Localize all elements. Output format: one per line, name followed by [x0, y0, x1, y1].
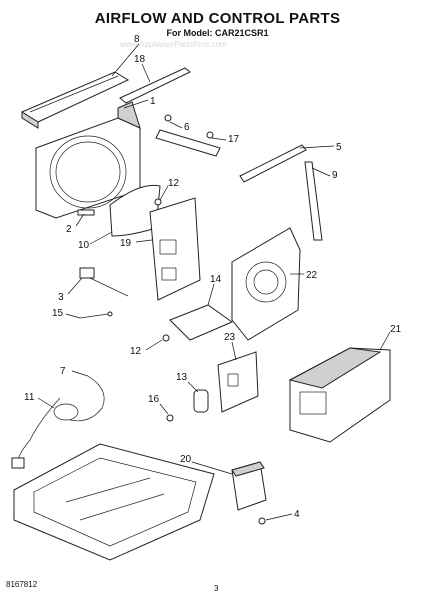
callout-16: 16 — [148, 394, 160, 405]
callout-5: 5 — [336, 142, 342, 153]
callout-4: 4 — [294, 509, 300, 520]
callout-15: 15 — [52, 308, 64, 319]
callout-6: 6 — [184, 122, 190, 133]
part-control-box — [231, 461, 267, 511]
part-base-tray — [13, 443, 215, 561]
callout-7: 7 — [60, 366, 66, 377]
part-evaporator-cover — [288, 347, 391, 443]
callout-17: 17 — [228, 134, 240, 145]
callout-23: 23 — [224, 332, 236, 343]
document-number: 8167812 — [6, 580, 38, 589]
callout-14: 14 — [210, 274, 222, 285]
callout-9: 9 — [332, 170, 338, 181]
part-foam-strip — [239, 144, 307, 183]
page-number: 3 — [214, 584, 219, 593]
callout-2: 2 — [66, 224, 72, 235]
callout-1: 1 — [150, 96, 156, 107]
callout-18: 18 — [134, 54, 146, 65]
part-wire-harness — [11, 375, 105, 469]
part-thermostat — [79, 267, 129, 297]
callout-22: 22 — [306, 270, 318, 281]
part-screw-control-box — [258, 517, 266, 525]
part-capacitor-bracket — [217, 351, 259, 413]
callout-3: 3 — [58, 292, 64, 303]
callout-8: 8 — [134, 34, 140, 45]
part-scroll-housing — [231, 227, 301, 341]
part-screw-capacitor — [166, 414, 174, 422]
part-vertical-foam — [304, 161, 323, 241]
callout-labels: 8 18 1 6 17 5 12 9 2 10 19 22 14 3 15 21… — [24, 34, 402, 520]
part-control-panel-plate — [149, 197, 201, 301]
callout-12-lower: 12 — [130, 346, 142, 357]
part-seal-strip — [119, 67, 191, 104]
callout-10: 10 — [78, 240, 90, 251]
part-sensor-wire — [79, 311, 113, 319]
callout-21: 21 — [390, 324, 402, 335]
part-capacitor — [193, 389, 209, 413]
callout-13: 13 — [176, 372, 188, 383]
part-top-bracket — [20, 71, 130, 129]
callout-12-upper: 12 — [168, 178, 180, 189]
part-control-bracket — [155, 114, 221, 157]
callout-leaders — [37, 43, 391, 521]
part-screw-lower — [162, 334, 170, 342]
diagram-subtitle: For Model: CAR21CSR1 — [166, 28, 269, 38]
diagram-title: AIRFLOW AND CONTROL PARTS — [94, 10, 341, 27]
callout-19: 19 — [120, 238, 132, 249]
watermark-text: www.AppliancePartsPros.com — [120, 40, 227, 49]
callout-11: 11 — [24, 392, 35, 403]
callout-20: 20 — [180, 454, 192, 465]
part-fan-shroud — [35, 101, 141, 219]
part-base-plate — [169, 304, 234, 341]
